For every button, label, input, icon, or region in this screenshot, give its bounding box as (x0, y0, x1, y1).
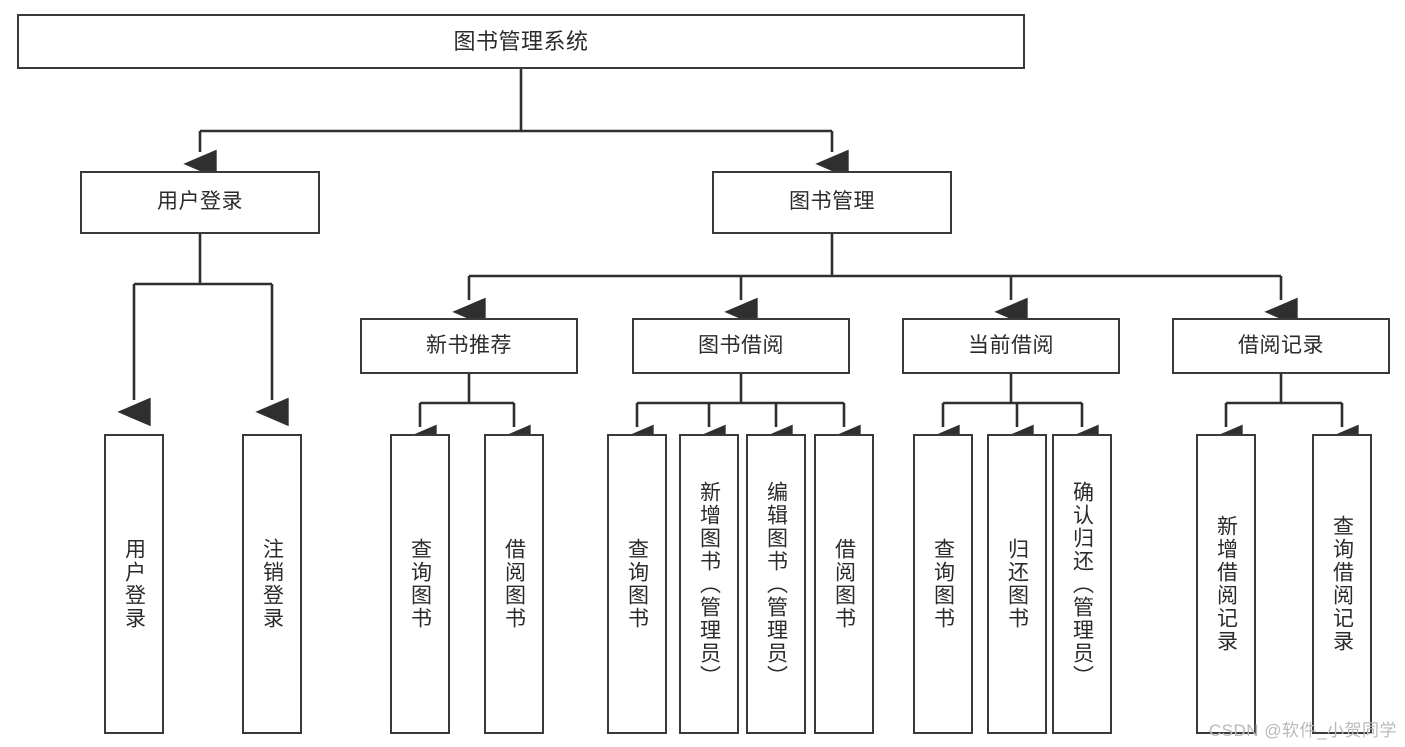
node-label: 新增借阅记录 (1214, 515, 1238, 653)
node-leaf-confirm-return-admin[interactable]: 确认归还（管理员） (1052, 434, 1112, 734)
node-label: 编辑图书（管理员） (764, 480, 788, 688)
node-label: 借阅记录 (1238, 333, 1324, 357)
node-leaf-query-book-current[interactable]: 查询图书 (913, 434, 973, 734)
node-label: 新增图书（管理员） (697, 480, 721, 688)
node-label: 查询图书 (931, 538, 955, 630)
node-label: 归还图书 (1005, 538, 1029, 630)
node-book-borrow[interactable]: 图书借阅 (632, 318, 850, 374)
node-leaf-add-borrow-record[interactable]: 新增借阅记录 (1196, 434, 1256, 734)
node-label: 图书管理系统 (453, 28, 589, 54)
node-leaf-query-book-new[interactable]: 查询图书 (390, 434, 450, 734)
node-label: 新书推荐 (426, 333, 512, 357)
node-current-borrow[interactable]: 当前借阅 (902, 318, 1120, 374)
node-leaf-query-book-borrow[interactable]: 查询图书 (607, 434, 667, 734)
node-leaf-borrow-book-new[interactable]: 借阅图书 (484, 434, 544, 734)
node-label: 图书管理 (789, 190, 875, 214)
node-user-login[interactable]: 用户登录 (80, 171, 320, 234)
node-leaf-return-book[interactable]: 归还图书 (987, 434, 1047, 734)
node-root-book-management-system[interactable]: 图书管理系统 (17, 14, 1025, 69)
node-leaf-query-borrow-record[interactable]: 查询借阅记录 (1312, 434, 1372, 734)
node-label: 查询借阅记录 (1330, 515, 1354, 653)
node-leaf-user-login[interactable]: 用户登录 (104, 434, 164, 734)
node-label: 用户登录 (122, 538, 146, 630)
node-borrow-record[interactable]: 借阅记录 (1172, 318, 1390, 374)
node-label: 查询图书 (625, 538, 649, 630)
node-leaf-add-book-admin[interactable]: 新增图书（管理员） (679, 434, 739, 734)
node-label: 借阅图书 (832, 538, 856, 630)
node-label: 用户登录 (157, 190, 243, 214)
node-label: 确认归还（管理员） (1070, 480, 1094, 688)
node-leaf-logout[interactable]: 注销登录 (242, 434, 302, 734)
node-label: 查询图书 (408, 538, 432, 630)
watermark: CSDN @软件_小贺同学 (1208, 721, 1397, 740)
node-book-management[interactable]: 图书管理 (712, 171, 952, 234)
node-label: 当前借阅 (968, 333, 1054, 357)
node-new-book-recommendation[interactable]: 新书推荐 (360, 318, 578, 374)
node-leaf-edit-book-admin[interactable]: 编辑图书（管理员） (746, 434, 806, 734)
node-leaf-borrow-book[interactable]: 借阅图书 (814, 434, 874, 734)
node-label: 图书借阅 (698, 333, 784, 357)
node-label: 注销登录 (260, 538, 284, 630)
node-label: 借阅图书 (502, 538, 526, 630)
